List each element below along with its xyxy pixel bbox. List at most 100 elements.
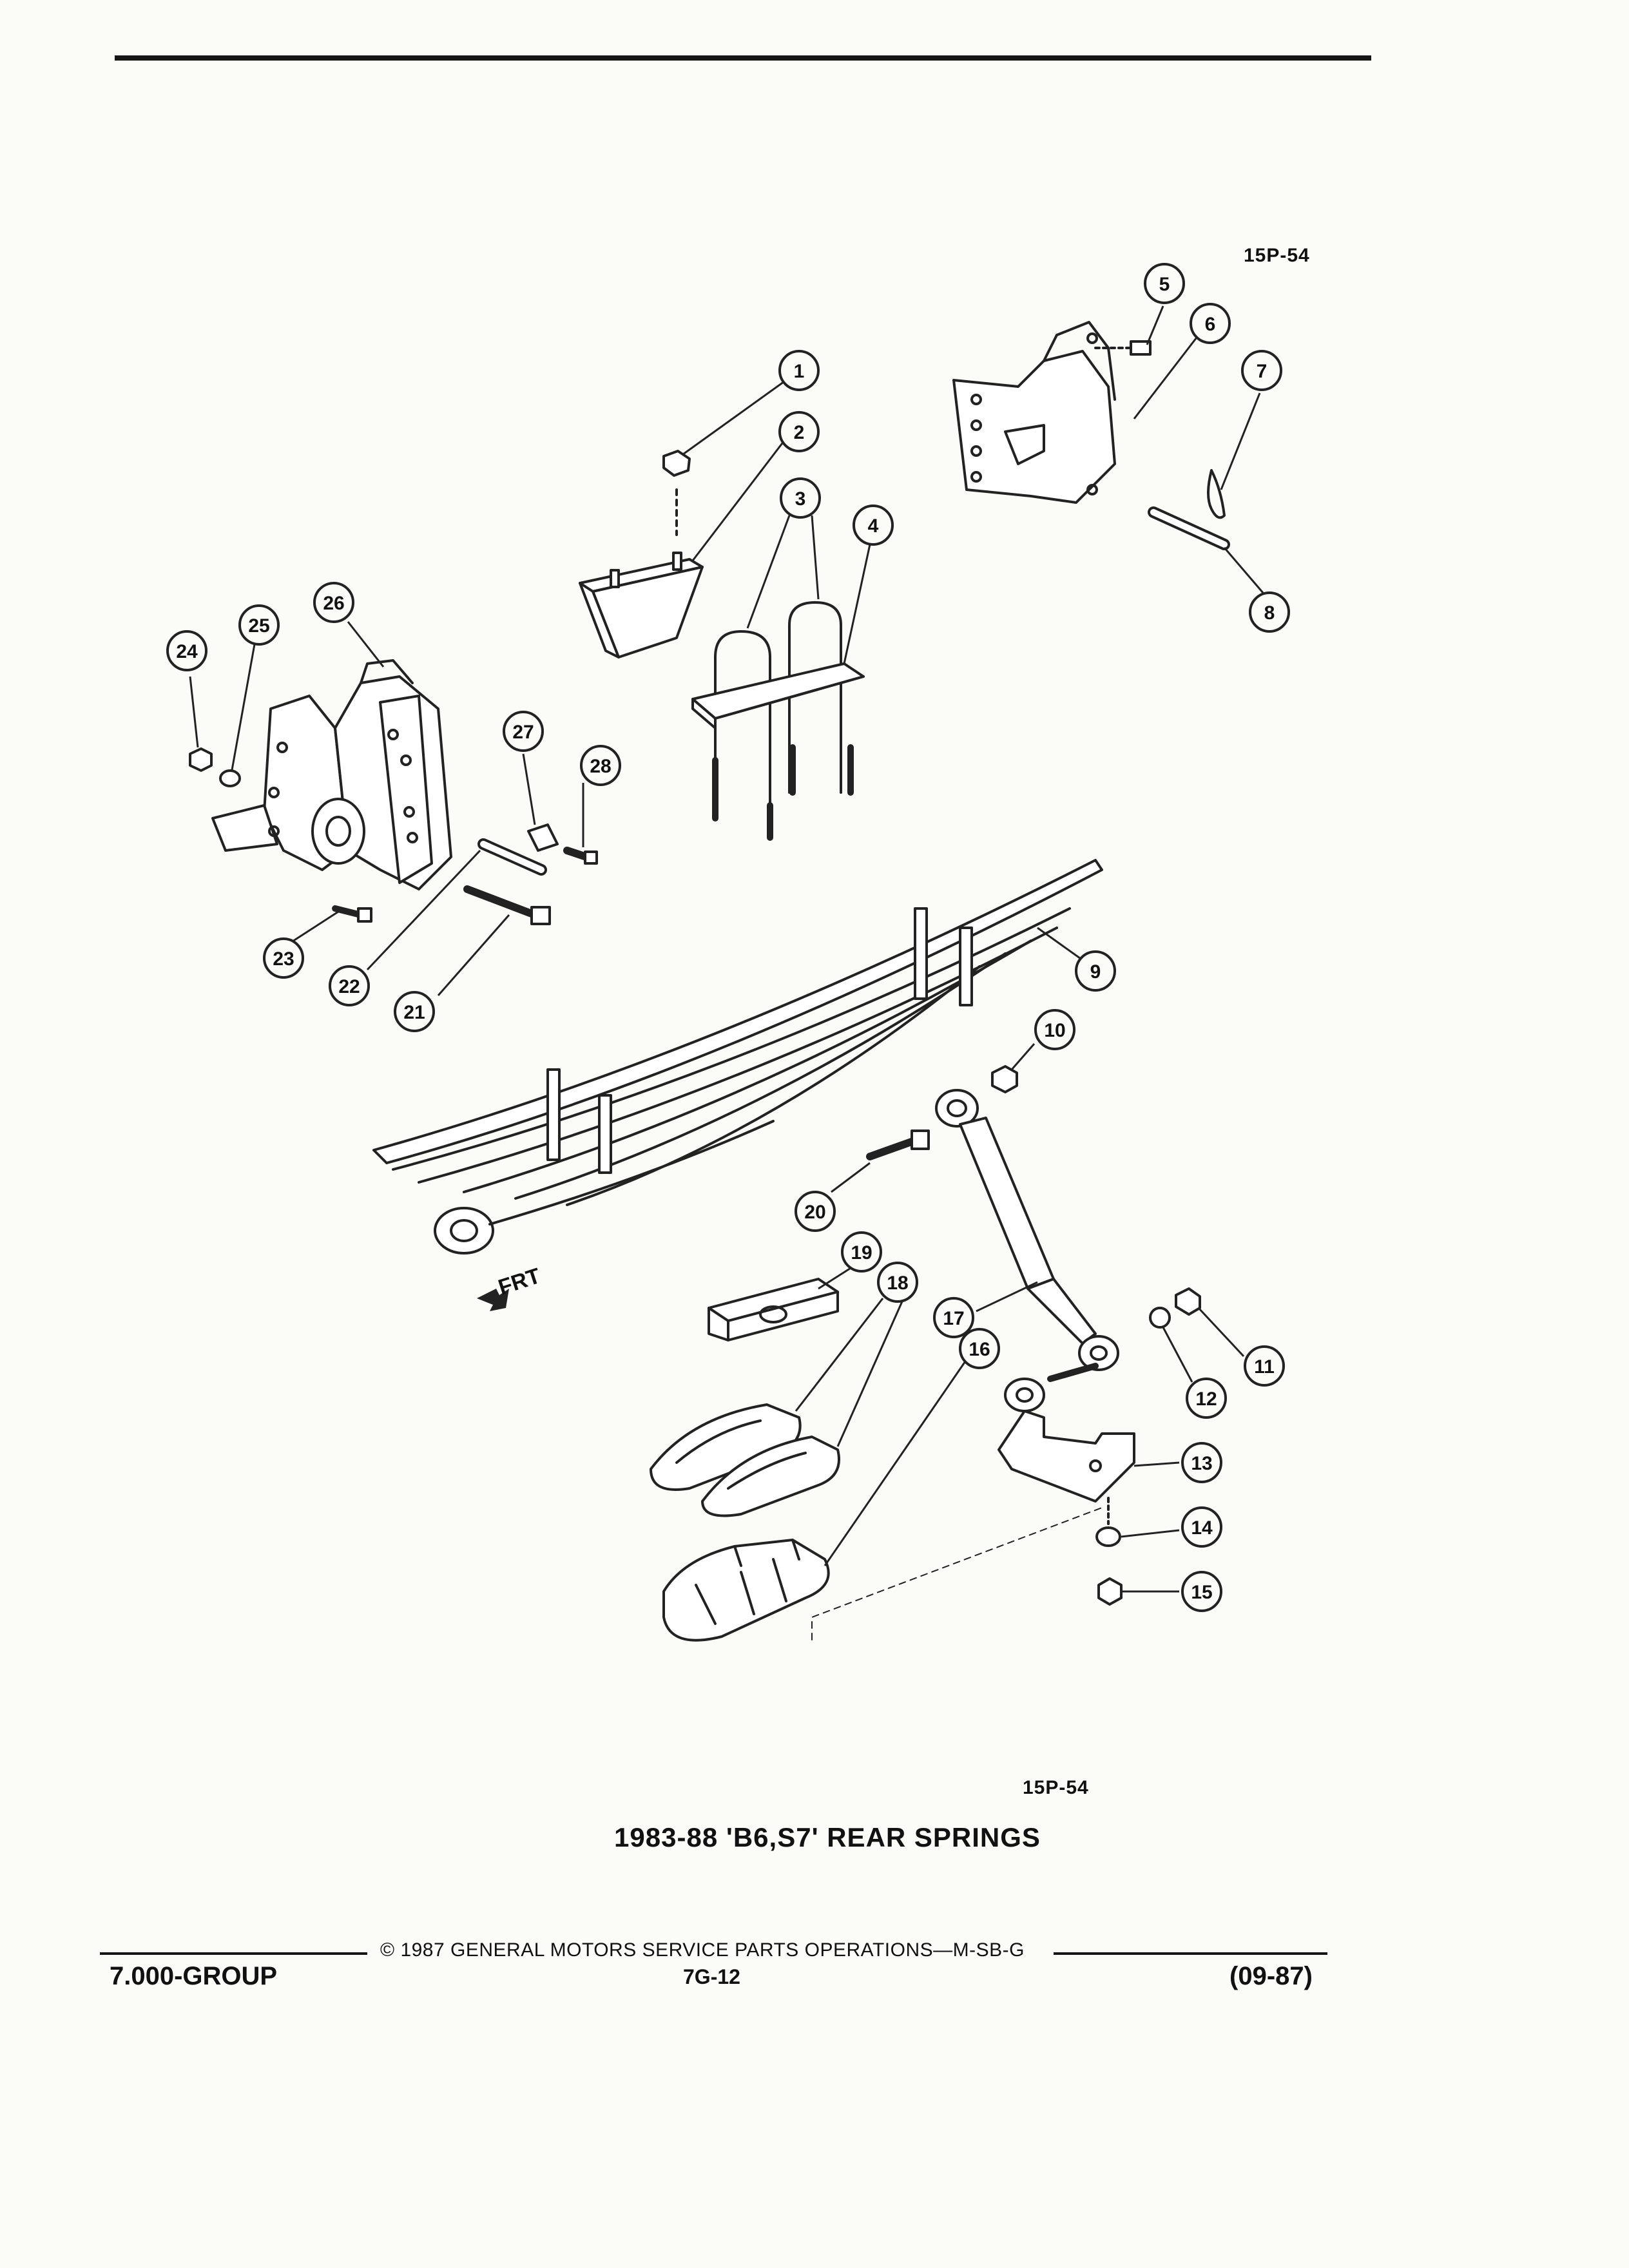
part-23-bolt xyxy=(332,905,372,923)
front-arrow-icon xyxy=(477,1289,509,1311)
leader-10 xyxy=(1010,1043,1036,1070)
part-3-u-bolts xyxy=(712,601,854,841)
callout-21: 21 xyxy=(403,1002,425,1023)
callout-22: 22 xyxy=(338,976,360,997)
leader-2 xyxy=(691,437,787,561)
callout-9-circle xyxy=(1075,950,1116,992)
callout-25: 25 xyxy=(248,615,269,637)
front-label: FRT xyxy=(496,1264,544,1300)
leader-9 xyxy=(1037,927,1083,961)
leader-3b xyxy=(811,515,820,600)
part-28-bolt xyxy=(563,847,598,865)
callout-5: 5 xyxy=(1159,274,1170,295)
leader-5 xyxy=(1146,305,1164,345)
leader-14 xyxy=(1121,1529,1180,1538)
callout-7-circle xyxy=(1241,350,1282,391)
leader-17 xyxy=(976,1281,1038,1312)
callout-26-circle xyxy=(313,582,354,623)
part-20-bolt xyxy=(866,1129,930,1160)
part-7-cotter-pin xyxy=(1207,469,1226,519)
callout-7: 7 xyxy=(1257,361,1268,382)
part-9-leaf-spring xyxy=(372,859,1103,1254)
callout-3-circle xyxy=(780,477,821,519)
part-21-bolt xyxy=(463,885,551,925)
callout-8-circle xyxy=(1249,591,1290,633)
callout-11-circle xyxy=(1244,1345,1285,1387)
callout-16-circle xyxy=(959,1328,1000,1369)
callout-10-circle xyxy=(1034,1009,1075,1050)
callout-13-circle xyxy=(1181,1442,1222,1483)
part-11-nut xyxy=(1175,1287,1201,1316)
callout-18-circle xyxy=(877,1262,918,1303)
leader-20 xyxy=(831,1162,871,1193)
callout-2-circle xyxy=(778,411,820,452)
callout-27: 27 xyxy=(512,722,534,743)
part-18-spring-seats xyxy=(650,1403,840,1517)
callout-23-circle xyxy=(263,937,304,979)
callout-1-circle xyxy=(778,350,820,391)
part-5-bolt xyxy=(1094,340,1152,356)
callout-1: 1 xyxy=(794,361,805,382)
part-14-washer xyxy=(1095,1526,1121,1547)
callout-19: 19 xyxy=(851,1242,872,1264)
part-17-shock-absorber xyxy=(935,1089,1119,1371)
figure-code-top: 15P-54 xyxy=(1244,245,1310,266)
callout-15-circle xyxy=(1181,1571,1222,1612)
part-10-nut xyxy=(991,1065,1018,1093)
callout-28-circle xyxy=(580,745,621,786)
leader-26 xyxy=(347,621,385,668)
leader-7 xyxy=(1220,392,1261,490)
date-code: (09-87) xyxy=(1229,1962,1313,1990)
copyright-line: © 1987 GENERAL MOTORS SERVICE PARTS OPER… xyxy=(380,1939,1025,1961)
leader-3a xyxy=(746,515,791,629)
page-number: 7G-12 xyxy=(683,1965,740,1988)
leader-21 xyxy=(437,914,510,996)
part-2-spacer-block xyxy=(579,552,704,658)
leader-8 xyxy=(1223,547,1264,593)
callout-16: 16 xyxy=(969,1339,990,1360)
callout-6-circle xyxy=(1190,303,1231,344)
part-27-clip xyxy=(527,823,559,852)
callout-26: 26 xyxy=(323,593,344,614)
part-19-spacer xyxy=(708,1278,839,1341)
part-1-nut xyxy=(662,450,691,536)
callout-18: 18 xyxy=(887,1273,908,1294)
callout-12: 12 xyxy=(1195,1389,1217,1410)
callout-14: 14 xyxy=(1191,1517,1213,1539)
part-25-washer xyxy=(219,769,241,787)
callout-10: 10 xyxy=(1044,1020,1065,1041)
callout-24-circle xyxy=(166,630,207,671)
leader-24 xyxy=(189,676,199,748)
callout-25-circle xyxy=(238,604,280,646)
callout-9: 9 xyxy=(1090,961,1101,983)
top-rule xyxy=(115,55,1371,61)
part-26-front-hanger xyxy=(211,659,452,890)
callout-6: 6 xyxy=(1205,314,1216,335)
callout-23: 23 xyxy=(273,948,294,970)
part-15-nut xyxy=(1097,1577,1123,1606)
callout-27-circle xyxy=(503,711,544,752)
callout-2: 2 xyxy=(794,422,805,443)
callout-12-circle xyxy=(1186,1378,1227,1419)
leader-6 xyxy=(1133,334,1200,419)
leader-19 xyxy=(818,1265,854,1290)
part-8-pin xyxy=(1148,506,1230,550)
callout-17: 17 xyxy=(943,1308,964,1329)
leader-11 xyxy=(1197,1307,1245,1358)
part-4-plate xyxy=(691,662,865,729)
leader-22 xyxy=(366,849,481,971)
callout-15: 15 xyxy=(1191,1582,1212,1603)
leader-25 xyxy=(231,644,256,771)
leader-16 xyxy=(824,1359,968,1566)
callout-13: 13 xyxy=(1191,1453,1212,1474)
callout-24: 24 xyxy=(176,641,198,662)
leader-18a xyxy=(795,1298,884,1412)
leader-4 xyxy=(843,544,871,664)
callout-22-circle xyxy=(329,965,370,1006)
callout-3: 3 xyxy=(795,488,806,510)
part-6-hanger-bracket xyxy=(952,321,1116,504)
part-16-lower-seat xyxy=(662,1507,1103,1642)
leader-1 xyxy=(682,379,787,456)
callout-14-circle xyxy=(1181,1506,1222,1548)
